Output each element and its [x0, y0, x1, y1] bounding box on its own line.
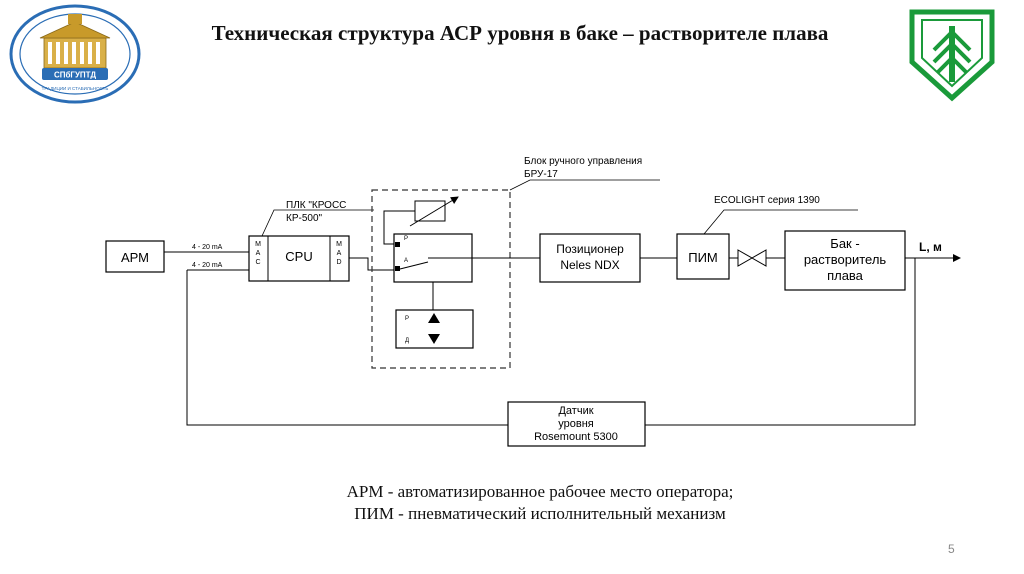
- arm-label: АРМ: [121, 250, 149, 265]
- logo-motto: ТРАДИЦИИ И СТАБИЛЬНОСТЬ: [42, 86, 109, 91]
- sensor-line3: Rosemount 5300: [534, 431, 618, 443]
- plc-mad-m: M: [336, 241, 342, 248]
- switch-r-label: P: [404, 236, 408, 242]
- tank-line1: Бак -: [830, 236, 859, 251]
- logo-abbr: СПбГУПТД: [54, 71, 96, 80]
- output-label: L, м: [919, 240, 942, 254]
- plc-label-line2: КР-500": [286, 213, 323, 224]
- pim-block: ПИМ: [676, 233, 730, 280]
- plc-mad-d: D: [336, 259, 341, 266]
- plc-mac-a: A: [256, 250, 261, 257]
- bru-block: Блок ручного управления БРУ-17 P A P Д: [371, 156, 660, 369]
- up-arrow-icon: [428, 313, 440, 323]
- down-arrow-icon: [428, 334, 440, 344]
- panel-d-label: Д: [405, 338, 409, 344]
- page-number: 5: [948, 542, 955, 556]
- positioner-block: Позиционер Neles NDX: [539, 233, 641, 283]
- valve-icon: [737, 249, 754, 267]
- plc-mac-c: C: [255, 259, 260, 266]
- university-logo: СПбГУПТД ТРАДИЦИИ И СТАБИЛЬНОСТЬ: [9, 4, 141, 104]
- tank-line2: растворитель: [804, 252, 887, 267]
- plc-label-line1: ПЛК "КРОСС: [286, 200, 346, 211]
- sensor-line1: Датчик: [558, 405, 593, 417]
- positioner-line2: Neles NDX: [560, 258, 619, 272]
- ecolight-label: ECOLIGHT серия 1390: [714, 195, 820, 206]
- bru-label-line1: Блок ручного управления: [524, 156, 642, 167]
- sensor-block: Датчик уровня Rosemount 5300: [507, 401, 646, 447]
- sensor-line2: уровня: [558, 418, 594, 430]
- plc-mad-a: A: [337, 250, 342, 257]
- plc-block: ПЛК "КРОСС КР-500" M A C CPU M A D: [248, 200, 374, 282]
- positioner-line1: Позиционер: [556, 242, 624, 256]
- tank-line3: плава: [827, 268, 864, 283]
- switch-a-label: A: [404, 258, 408, 264]
- legend-line2: ПИМ - пневматический исполнительный меха…: [354, 504, 726, 523]
- signal-label-bottom: 4 - 20 mA: [192, 262, 223, 269]
- pim-label: ПИМ: [688, 250, 718, 265]
- bru-label-line2: БРУ-17: [524, 169, 558, 180]
- arm-block: АРМ: [105, 240, 165, 273]
- panel-r-label: P: [405, 316, 409, 322]
- plc-mac-m: M: [255, 241, 261, 248]
- slide-title: Техническая структура АСР уровня в баке …: [211, 21, 829, 45]
- legend-line1: АРМ - автоматизированное рабочее место о…: [346, 482, 734, 501]
- signal-label-top: 4 - 20 mA: [192, 244, 223, 251]
- plc-cpu-label: CPU: [285, 249, 312, 264]
- legend: АРМ - автоматизированное рабочее место о…: [240, 481, 840, 525]
- tank-block: Бак - растворитель плава: [784, 230, 906, 291]
- green-gear-logo: [909, 9, 995, 102]
